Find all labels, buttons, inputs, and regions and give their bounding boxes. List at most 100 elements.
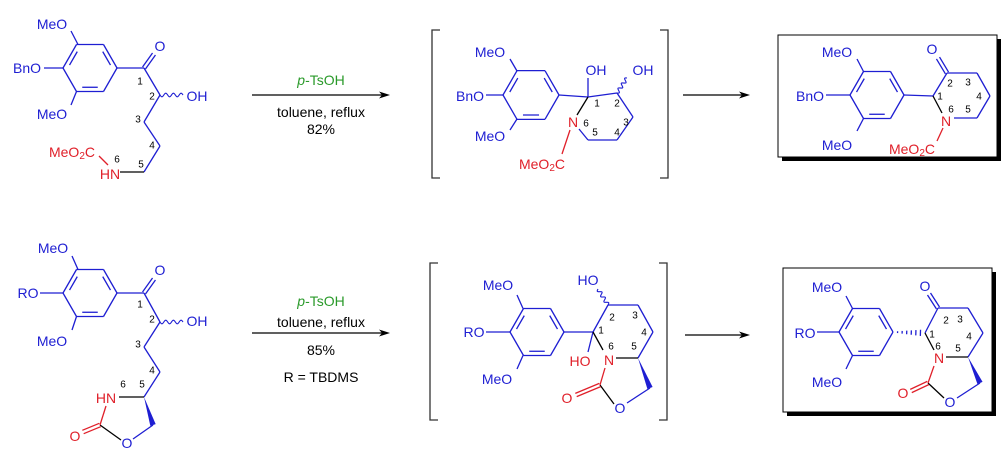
single-bond (856, 118, 865, 132)
aromatic-ring-bond (838, 331, 854, 356)
label-meo: MeO (475, 44, 505, 60)
aromatic-ring-bond (544, 70, 560, 96)
single-bond (99, 405, 107, 426)
single-bond (856, 58, 865, 72)
wedge-bond (144, 397, 156, 426)
atom-number: 5 (138, 160, 144, 171)
atom-number: 3 (135, 340, 141, 351)
aromatic-inner-bond (855, 78, 865, 93)
bond-layer-boxed (817, 56, 991, 399)
atom-number: 2 (614, 99, 620, 110)
single-bond (143, 292, 161, 323)
scheme2-product: MeO RO MeO O N O O 1 2 3 4 5 6 (795, 278, 973, 410)
wavy-bond (159, 92, 184, 98)
arrowhead (379, 91, 390, 99)
atom-number: 2 (943, 316, 949, 327)
atom-number: 6 (583, 119, 589, 130)
single-bond (637, 331, 654, 359)
single-bond (587, 92, 618, 98)
yield-label: 85% (307, 342, 335, 358)
label-ro: RO (18, 285, 39, 301)
label-n: N (604, 352, 614, 368)
atom-number: 3 (623, 118, 629, 129)
single-bond (924, 332, 935, 351)
label-hn: HN (100, 166, 120, 182)
atom-number: 3 (957, 315, 963, 326)
single-bond (143, 67, 161, 96)
atom-number: 4 (966, 332, 972, 343)
atom-number: 6 (114, 155, 120, 166)
single-bond (71, 316, 78, 331)
aromatic-ring-bond (502, 70, 518, 96)
double-bond (142, 277, 154, 293)
scheme2-intermediate: MeO RO MeO HO HO N O O 1 2 3 4 5 6 (464, 272, 648, 416)
double-bond (575, 382, 600, 394)
label-meo: MeO (37, 333, 67, 349)
label-o: O (945, 394, 956, 410)
aromatic-ring-bond (62, 269, 78, 294)
scheme1-starting-material: MeO BnO MeO O OH MeO2C HN 1 2 3 4 5 6 (13, 16, 208, 182)
aromatic-inner-bond (889, 78, 899, 93)
scheme2-conditions: p-TsOH toluene, reflux 85% R = TBDMS (277, 293, 365, 385)
arrowhead (739, 91, 750, 99)
single-bond (637, 304, 654, 333)
atom-number: 1 (598, 326, 604, 337)
label-oh: OH (633, 62, 654, 78)
label-n: N (568, 114, 578, 130)
bond-layer (40, 29, 750, 441)
label-ho: HO (578, 272, 599, 288)
label-meo: MeO (812, 374, 842, 390)
label-o: O (70, 428, 81, 444)
label-o: O (615, 400, 626, 416)
aromatic-inner-bond (102, 276, 112, 291)
double-bond (576, 386, 601, 398)
single-bond (616, 116, 634, 141)
scheme2-starting-material: MeO RO MeO O OH HN O O 1 2 3 4 5 6 (18, 240, 208, 451)
scheme1-conditions: p-TsOH toluene, reflux 82% (277, 72, 365, 137)
single-bond (558, 94, 589, 98)
atom-number: 6 (948, 105, 954, 116)
aromatic-ring-bond (549, 331, 565, 356)
label-o: O (920, 278, 931, 294)
aromatic-inner-bond (878, 315, 888, 330)
atom-number: 1 (137, 77, 143, 88)
single-bond (599, 367, 606, 386)
label-bno: BnO (456, 88, 484, 104)
atom-number: 3 (965, 78, 971, 89)
single-bond (143, 145, 161, 173)
single-bond (976, 72, 991, 97)
wedge-bond (638, 358, 653, 390)
double-bond (144, 279, 156, 295)
label-o: O (122, 435, 133, 451)
double-bond (909, 380, 928, 390)
label-meo: MeO (482, 371, 512, 387)
label-ester: MeO2C (519, 156, 565, 174)
single-bond (932, 72, 948, 97)
single-bond (967, 307, 984, 334)
double-bond (82, 422, 100, 431)
atom-number: 4 (641, 328, 647, 339)
aromatic-ring-bond (502, 94, 518, 120)
double-bond (935, 58, 947, 75)
single-bond (967, 332, 984, 358)
single-bond (70, 91, 78, 106)
aromatic-ring-bond (549, 308, 565, 333)
right-bracket (659, 262, 668, 421)
aromatic-ring-bond (102, 269, 118, 294)
atom-number: 4 (976, 92, 982, 103)
double-bond (83, 426, 101, 435)
label-ro: RO (795, 325, 816, 341)
double-bond (142, 52, 154, 68)
single-bond (616, 92, 634, 118)
left-bracket (429, 262, 438, 421)
atom-number: 1 (937, 92, 943, 103)
aromatic-ring-bond (62, 292, 78, 317)
single-bond (578, 128, 589, 141)
label-o: O (562, 390, 573, 406)
single-bond (592, 304, 609, 333)
aromatic-ring-bond (509, 308, 525, 333)
atom-number: 5 (592, 128, 598, 139)
right-bracket (660, 29, 669, 179)
double-bond (144, 54, 156, 70)
